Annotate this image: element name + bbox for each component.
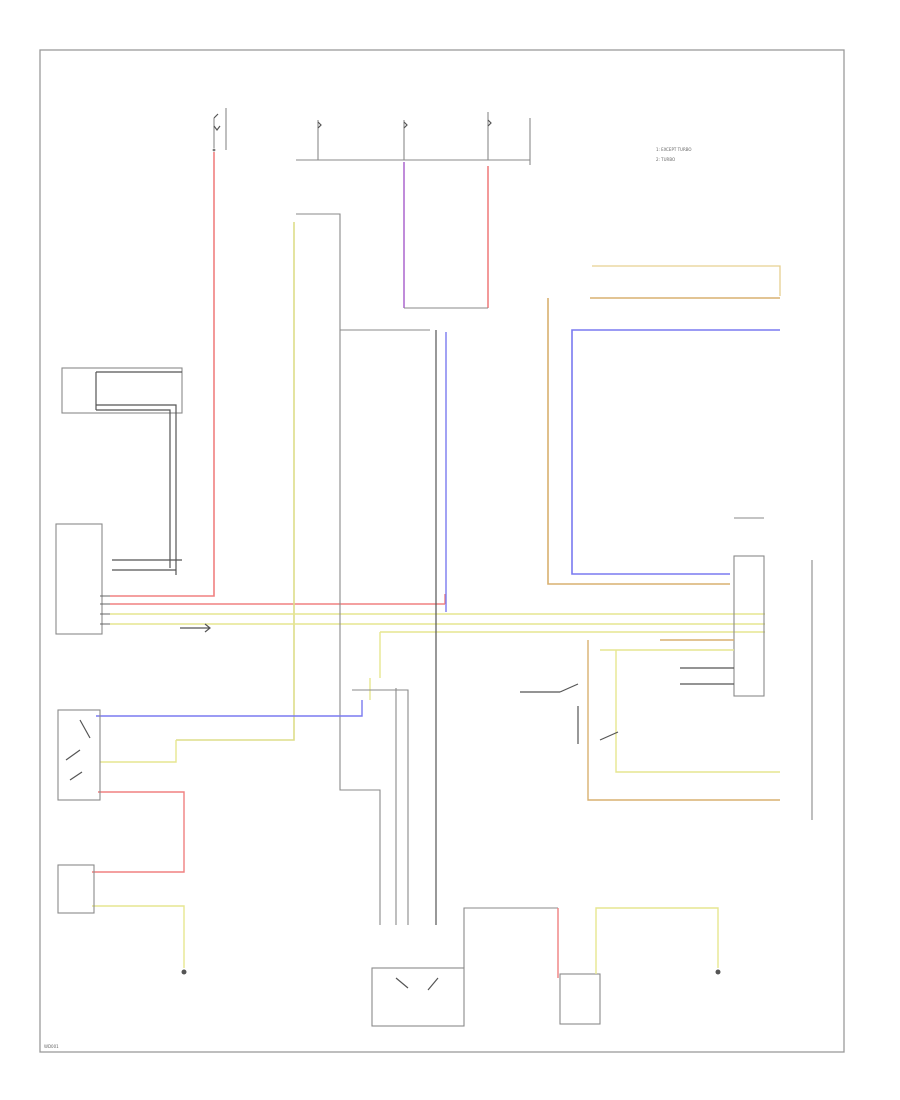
wire-orange-mid bbox=[587, 639, 780, 801]
ground-right bbox=[715, 969, 721, 975]
ecm-connector-bracket bbox=[734, 517, 813, 820]
wire-yellow-bottom-right bbox=[595, 907, 719, 974]
fuse-block-left bbox=[212, 108, 227, 152]
left-module-ground-lead bbox=[180, 623, 211, 633]
fuse-block-right bbox=[296, 112, 531, 165]
solenoid-left bbox=[57, 864, 95, 914]
ground-left bbox=[181, 969, 187, 975]
relay-upper-left-pins bbox=[112, 559, 182, 571]
legend-line-2: 2: TURBO bbox=[656, 157, 675, 162]
wire-orange-top-2 bbox=[592, 265, 781, 296]
relay-lower-left bbox=[57, 709, 101, 801]
diagram-frame bbox=[39, 49, 845, 1053]
wire-red-cross bbox=[110, 594, 446, 605]
wire-yellow-horizontal bbox=[110, 613, 765, 700]
relay-lower-left-switch bbox=[65, 719, 91, 781]
relay-bottom-contacts bbox=[395, 977, 439, 991]
wire-gray-left bbox=[296, 213, 430, 925]
left-module-connector bbox=[55, 523, 103, 635]
wire-dark-right bbox=[680, 667, 734, 685]
relay-upper-left bbox=[61, 367, 183, 414]
wire-blue-left bbox=[96, 700, 363, 717]
wire-orange-top bbox=[547, 297, 780, 585]
wire-yellow-ground-left bbox=[92, 905, 185, 968]
wire-blue-right bbox=[571, 329, 780, 575]
wire-yellow-main bbox=[176, 222, 295, 741]
switch-right bbox=[520, 683, 619, 744]
wire-red-left bbox=[110, 152, 215, 597]
solenoid-bottom bbox=[559, 973, 601, 1025]
wire-gray-bottom-right bbox=[463, 907, 558, 968]
ecm-connector bbox=[733, 555, 765, 697]
wire-yellow-mid bbox=[600, 649, 780, 773]
footer-code: WD001 bbox=[44, 1044, 59, 1049]
left-module-pins bbox=[100, 595, 110, 625]
legend-line-1: 1: EXCEPT TURBO bbox=[656, 147, 692, 152]
relay-bottom-center bbox=[371, 967, 465, 1027]
wire-gray-3 bbox=[352, 689, 409, 925]
wire-red-left-lower bbox=[92, 791, 185, 873]
relay-upper-left-contacts bbox=[95, 371, 182, 575]
wire-yellow-left-2 bbox=[100, 740, 177, 763]
